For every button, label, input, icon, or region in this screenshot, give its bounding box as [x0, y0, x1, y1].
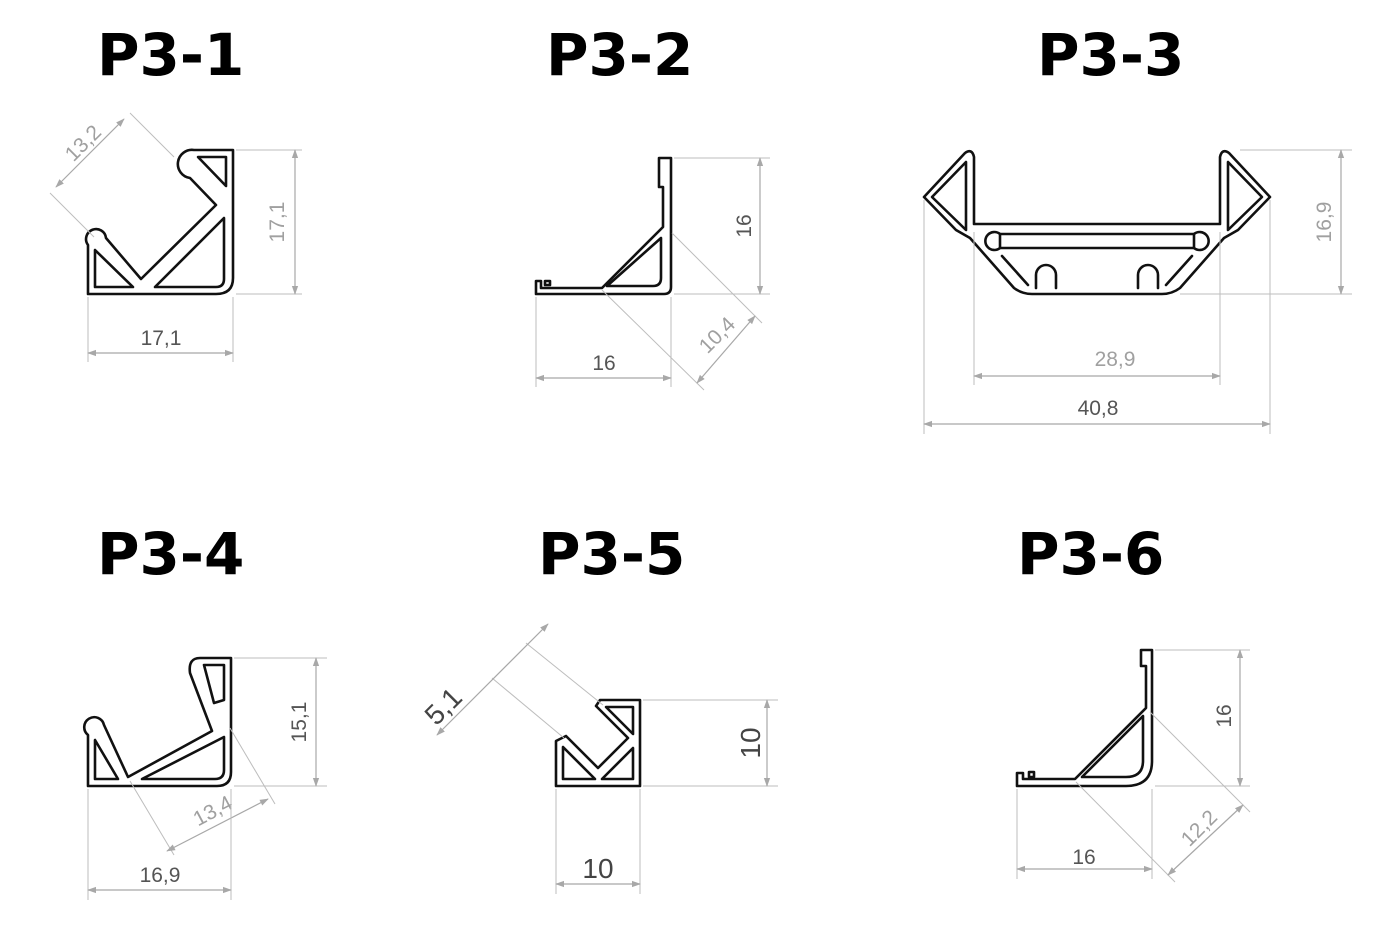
profile-p3-5: P3-5 5,1 10 10 — [419, 520, 778, 894]
profile-title: P3-5 — [538, 520, 685, 588]
dimension-label: 5,1 — [419, 682, 468, 731]
profile-p3-2: P3-2 16 10,4 16 — [534, 21, 770, 391]
profile-outline — [1015, 648, 1154, 788]
dimension-label: 16,9 — [1313, 202, 1336, 243]
dimension-height: 17,1 — [236, 149, 302, 295]
dimension-label: 13,2 — [61, 121, 106, 166]
dimension-height: 16,9 — [1180, 149, 1352, 295]
profile-title: P3-2 — [546, 21, 693, 89]
dimension-diagonal: 10,4 — [601, 232, 763, 391]
dimension-label: 28,9 — [1095, 348, 1136, 371]
profile-outline — [83, 656, 233, 788]
dimension-label: 16 — [733, 214, 756, 237]
dimension-label: 16,9 — [140, 864, 181, 887]
profile-p3-3: P3-3 16,9 28,9 — [922, 21, 1352, 434]
profile-outline — [554, 698, 642, 788]
dimension-label: 12,2 — [1177, 806, 1222, 851]
dimension-label: 10,4 — [695, 313, 740, 358]
profile-title: P3-4 — [97, 520, 244, 588]
profile-title: P3-1 — [97, 21, 244, 89]
dimension-diagonal: 12,2 — [1075, 711, 1251, 883]
profile-outline — [922, 149, 1272, 296]
dimension-diagonal: 13,2 — [49, 112, 175, 238]
dimension-width: 17,1 — [87, 297, 234, 362]
dimension-label: 17,1 — [266, 202, 289, 243]
dimension-width: 16 — [1016, 789, 1153, 879]
dimension-label: 10 — [582, 853, 613, 884]
dimension-label: 15,1 — [288, 702, 311, 743]
dimension-label: 16 — [1072, 846, 1095, 869]
dimension-height: 16 — [1155, 649, 1250, 787]
dimension-height: 16 — [674, 157, 770, 295]
profile-p3-6: P3-6 16 12,2 16 — [1015, 520, 1251, 883]
dimension-height: 10 — [643, 699, 778, 787]
dimension-label: 10 — [735, 727, 766, 758]
dimension-label: 16 — [1213, 704, 1236, 727]
dimension-width: 10 — [555, 789, 641, 894]
profile-p3-1: P3-1 13,2 17,1 17,1 — [49, 21, 302, 362]
profile-title: P3-6 — [1017, 520, 1164, 588]
dimension-width: 16,9 — [87, 789, 232, 900]
dimension-diagonal: 5,1 — [419, 623, 604, 739]
dimension-height: 15,1 — [234, 657, 327, 787]
dimension-width: 16 — [535, 297, 672, 387]
dimension-label: 13,4 — [190, 791, 237, 831]
profile-title: P3-3 — [1037, 21, 1184, 89]
profile-outline — [534, 156, 673, 296]
dimension-label: 40,8 — [1078, 397, 1119, 420]
dimension-label: 17,1 — [141, 327, 182, 350]
dimension-outer-width: 40,8 — [923, 200, 1271, 434]
profile-outline — [84, 148, 235, 296]
profile-p3-4: P3-4 15,1 13,4 16,9 — [83, 520, 327, 900]
dimension-inner-width: 28,9 — [973, 232, 1221, 385]
dimension-label: 16 — [592, 352, 615, 375]
